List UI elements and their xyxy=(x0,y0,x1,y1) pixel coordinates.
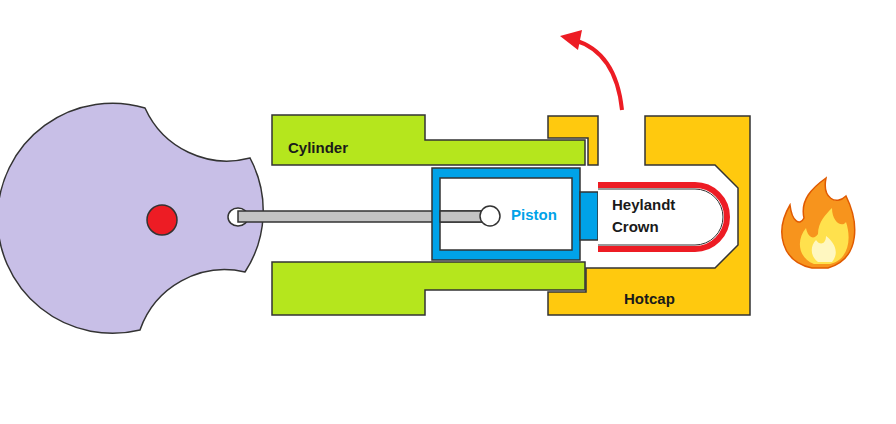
hotcap-left xyxy=(548,116,598,165)
cylinder-wall-bottom xyxy=(272,262,585,315)
part-label: Heylandt Crown xyxy=(612,194,692,238)
flywheel-axle xyxy=(147,205,177,235)
flame-inner xyxy=(800,208,849,264)
piston-boss xyxy=(580,192,598,240)
part-label: Piston xyxy=(511,204,557,226)
part-label: Hotcap xyxy=(624,288,675,310)
heylandt-crown-inner xyxy=(598,189,723,245)
flywheel xyxy=(0,103,263,333)
cylinder-wall-top xyxy=(272,115,585,165)
heat-arrowhead xyxy=(560,30,582,50)
piston xyxy=(432,168,580,260)
flame-core xyxy=(812,236,836,262)
connecting-rod xyxy=(238,211,490,222)
hotcap-body xyxy=(548,116,750,315)
part-label: Cylinder xyxy=(288,137,348,159)
flame-outer xyxy=(782,178,855,268)
heylandt-crown xyxy=(598,185,727,249)
wrist-pin xyxy=(480,206,500,226)
heat-arrow xyxy=(574,40,622,110)
